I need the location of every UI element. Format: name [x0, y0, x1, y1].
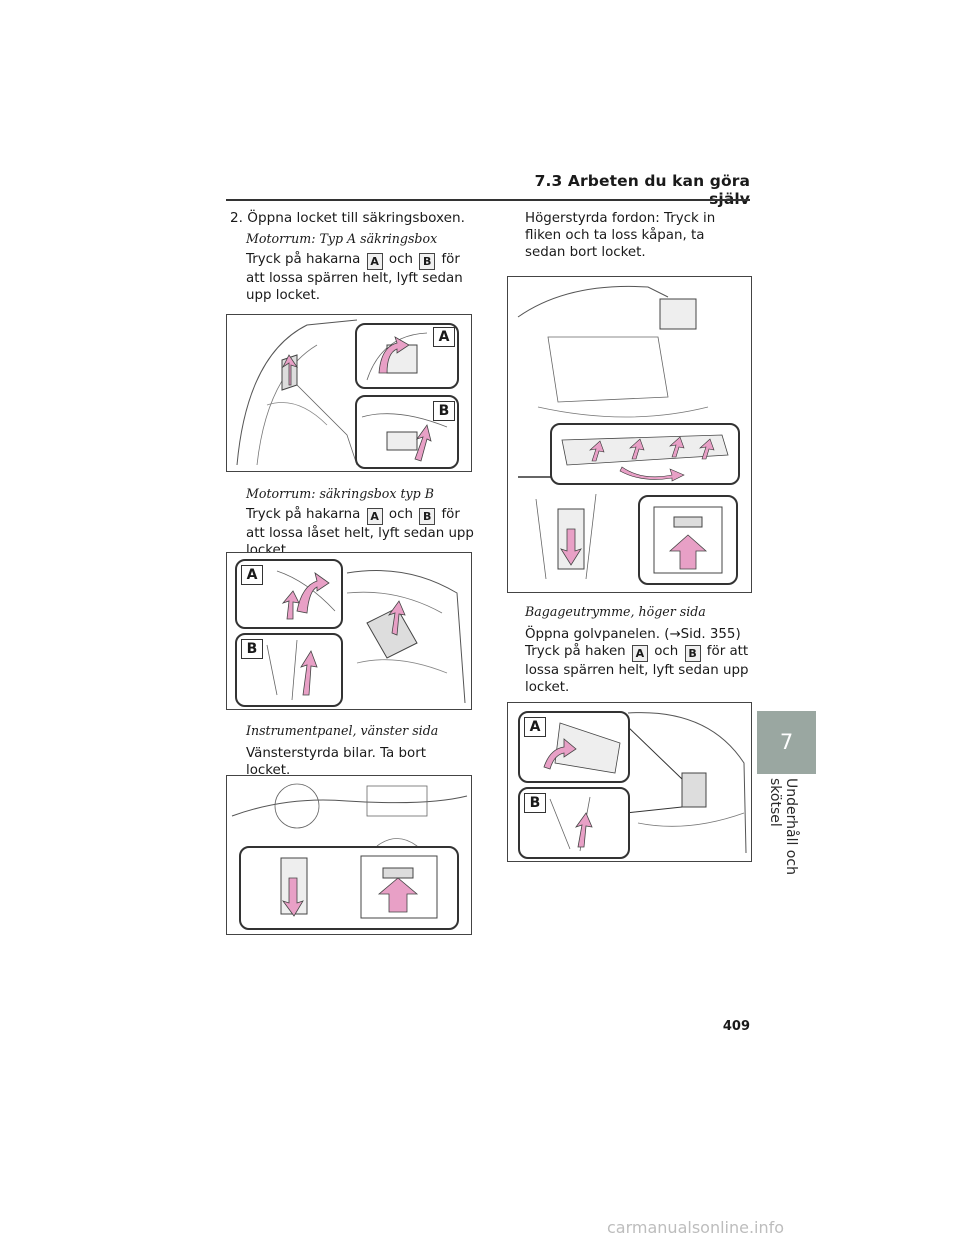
figure-engine-type-a: A B [226, 314, 472, 472]
inset-a-illustration [366, 332, 428, 381]
fuse-box-illustration [535, 493, 597, 580]
step-2-text: 2. Öppna locket till säkringsboxen. [230, 210, 465, 226]
trunk-caption: Bagageutrymme, höger sida [525, 604, 706, 619]
watermark: carmanualsonline.info [607, 1218, 785, 1237]
trunk-illustration [625, 712, 747, 854]
text-part: och [654, 644, 679, 659]
inset-a [355, 323, 459, 389]
engine-type-b-block: Motorrum: säkringsbox typ B Tryck på hak… [246, 485, 474, 559]
inset-lid [638, 495, 738, 585]
inset-cover-illustration [561, 434, 729, 482]
trunk-text-2: Tryck på haken A och B för att lossa spä… [525, 643, 749, 696]
header-rule [226, 199, 750, 201]
dashboard-left-block: Instrumentpanel, vänster sida Vänstersty… [246, 722, 474, 779]
text-part: och [388, 507, 413, 522]
chapter-label: Underhåll och skötsel [767, 778, 799, 875]
inset-b-illustration [266, 639, 318, 701]
inset-b-illustration [361, 413, 448, 462]
figure-dashboard-left [226, 775, 472, 935]
text-part: för att lossa låset helt, lyft sedan upp… [246, 507, 474, 558]
engine-type-a-block: Motorrum: Typ A säkringsbox Tryck på hak… [246, 230, 474, 304]
engine-type-a-caption: Motorrum: Typ A säkringsbox [246, 231, 438, 246]
inset-fuse-cover-illustration [280, 855, 438, 919]
text-part: för att lossa spärren helt, lyft sedan u… [246, 252, 463, 303]
key-b: B [419, 253, 436, 270]
engine-type-a-illustration [236, 319, 358, 466]
figure-trunk: A B [507, 702, 752, 862]
text-part: för att lossa spärren helt, lyft sedan u… [525, 644, 749, 695]
inset-a [235, 559, 343, 629]
inset-a-illustration [543, 722, 621, 774]
key-b: B [419, 508, 436, 525]
text-part: och [388, 252, 413, 267]
trunk-text-1: Öppna golvpanelen. (→Sid. 355) [525, 627, 741, 642]
text-part: Tryck på haken [525, 644, 626, 659]
badge-b: B [433, 401, 455, 421]
section-header: 7.3 Arbeten du kan göra själv [534, 172, 750, 208]
badge-a: A [433, 327, 455, 347]
trunk-block: Bagageutrymme, höger sida Öppna golvpane… [525, 603, 749, 696]
step-2: 2. Öppna locket till säkringsboxen. [230, 210, 470, 227]
inset-cover [550, 423, 740, 485]
engine-type-b-caption: Motorrum: säkringsbox typ B [246, 486, 434, 501]
inset-lid-illustration [653, 506, 723, 574]
figure-engine-type-b: A B [226, 552, 472, 710]
key-b: B [684, 645, 701, 662]
key-a: A [366, 253, 383, 270]
badge-b: B [241, 639, 263, 659]
dashboard-left-caption: Instrumentpanel, vänster sida [246, 723, 439, 738]
engine-type-b-text: Tryck på hakarna A och B för att lossa l… [246, 506, 474, 559]
badge-a: A [524, 717, 546, 737]
dashboard-left-text: Vänsterstyrda bilar. Ta bort locket. [246, 746, 426, 778]
inset-a-illustration [276, 570, 336, 620]
figure-dashboard-right [507, 276, 752, 593]
key-a: A [366, 508, 383, 525]
inset-b-illustration [549, 796, 593, 852]
key-a: A [631, 645, 648, 662]
text-part: Tryck på hakarna [246, 507, 361, 522]
rhd-block: Högerstyrda fordon: Tryck in fliken och … [525, 210, 749, 261]
chapter-tab[interactable]: 7 [757, 711, 816, 774]
engine-type-a-text: Tryck på hakarna A och B för att lossa s… [246, 251, 474, 304]
inset-fuse-cover [239, 846, 459, 930]
badge-b: B [524, 793, 546, 813]
badge-a: A [241, 565, 263, 585]
rhd-text: Högerstyrda fordon: Tryck in fliken och … [525, 211, 716, 260]
page-number: 409 [722, 1019, 750, 1034]
engine-type-b-illustration [346, 570, 466, 704]
text-part: Tryck på hakarna [246, 252, 361, 267]
dashboard-left-illustration [231, 783, 468, 887]
